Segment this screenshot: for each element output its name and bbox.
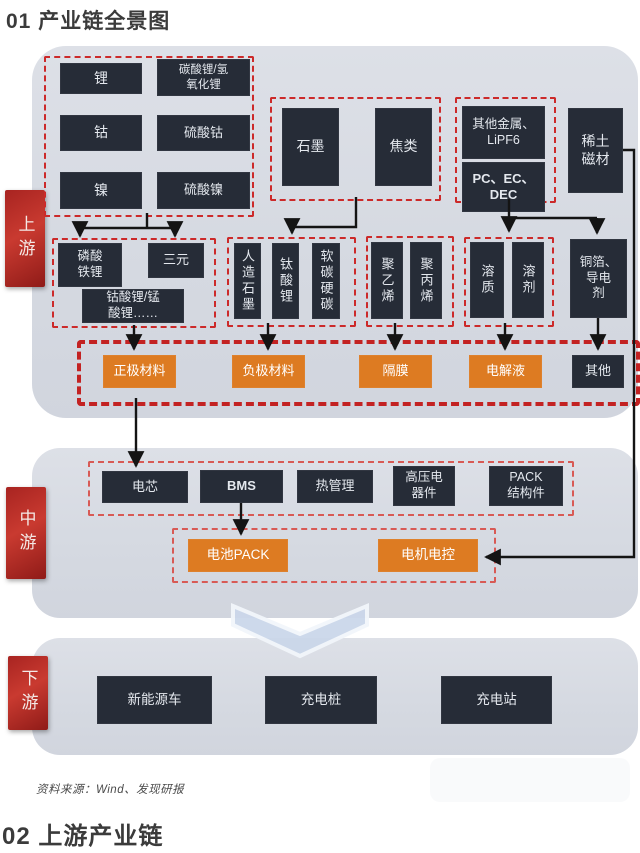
- node-pack-structure: PACK 结构件: [489, 466, 563, 506]
- node-separator: 隔膜: [359, 355, 432, 388]
- node-bms: BMS: [200, 470, 283, 503]
- page-title-bottom: 02 上游产业链: [2, 823, 164, 850]
- node-cell: 电芯: [102, 471, 188, 503]
- node-polypropylene: 聚丙烯: [410, 242, 442, 319]
- group-separator-precursor: [366, 236, 454, 327]
- node-cobalt-sulfate: 硫酸钴: [157, 115, 250, 151]
- node-cobalt: 钴: [60, 115, 142, 151]
- stage-label-upstream: 上游: [5, 190, 45, 287]
- node-artificial-graphite: 人造石墨: [234, 243, 261, 319]
- node-solvent: 溶剂: [512, 242, 544, 318]
- node-battery-pack: 电池PACK: [188, 539, 288, 572]
- node-solute: 溶质: [470, 242, 504, 318]
- node-electrolyte: 电解液: [469, 355, 542, 388]
- node-lithium-carbonate-hydroxide: 碳酸锂/氢 氧化锂: [157, 59, 250, 96]
- node-pc-ec-dec: PC、EC、 DEC: [462, 162, 545, 212]
- node-nickel-sulfate: 硫酸镍: [157, 172, 250, 209]
- node-copper-foil-conductive: 铜箔、 导电 剂: [570, 239, 627, 318]
- stage-label-downstream: 下游: [8, 656, 48, 730]
- node-anode-material: 负极材料: [232, 355, 305, 388]
- node-lfp: 磷酸 铁锂: [58, 243, 122, 287]
- node-polyethylene: 聚乙烯: [371, 242, 403, 319]
- node-other-metals-lipf6: 其他金属、 LiPF6: [462, 106, 545, 159]
- node-nickel: 镍: [60, 172, 142, 209]
- node-lto: 钛酸锂: [272, 243, 299, 319]
- node-graphite: 石墨: [282, 108, 339, 186]
- group-anode-precursor: [227, 237, 356, 327]
- node-motor-control: 电机电控: [378, 539, 478, 572]
- stage-label-midstream: 中游: [6, 487, 46, 579]
- node-rare-earth-magnet: 稀土 磁材: [568, 108, 623, 193]
- node-cathode-material: 正极材料: [103, 355, 176, 388]
- node-thermal-management: 热管理: [297, 470, 373, 503]
- node-charging-pile: 充电桩: [265, 676, 377, 724]
- node-coke: 焦类: [375, 108, 432, 186]
- node-charging-station: 充电站: [441, 676, 552, 724]
- node-lco-lmo: 钴酸锂/锰 酸锂……: [82, 289, 184, 323]
- node-ternary: 三元: [148, 243, 204, 278]
- node-lithium: 锂: [60, 63, 142, 94]
- node-hv-components: 高压电 器件: [393, 466, 455, 506]
- watermark: [430, 758, 630, 802]
- page-title-top: 01 产业链全景图: [6, 10, 171, 33]
- source-note: 资料来源：Wind、发现研报: [36, 784, 185, 796]
- node-soft-hard-carbon: 软碳硬碳: [312, 243, 340, 319]
- node-nev: 新能源车: [97, 676, 212, 724]
- node-other-material: 其他: [572, 355, 624, 388]
- group-battery-materials: [77, 340, 640, 406]
